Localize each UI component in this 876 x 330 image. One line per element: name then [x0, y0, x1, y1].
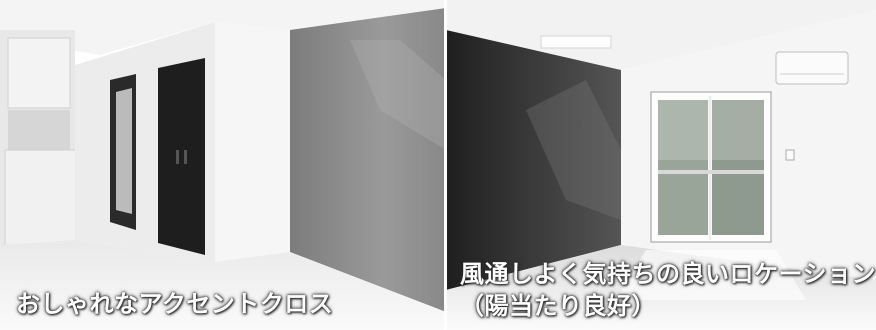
interior-photo-window-room [446, 0, 876, 330]
caption-location: 風通しよく気持ちの良いロケーション [460, 259, 876, 288]
interior-photo-accent-wall [0, 0, 446, 330]
photo-divider [444, 0, 447, 330]
caption-accent-cloth: おしゃれなアクセントクロス [16, 289, 334, 318]
caption-sunlight: （陽当たり良好） [460, 291, 656, 320]
